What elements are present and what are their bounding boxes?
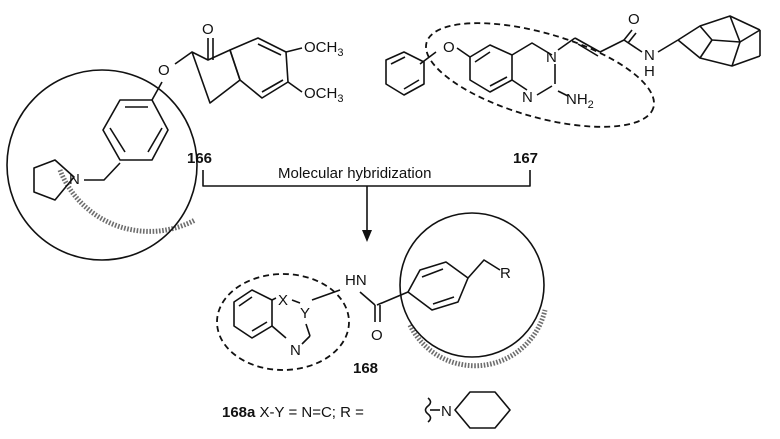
footnote-168a: 168a X-Y = N=C; R = N xyxy=(222,391,511,429)
atom-x-label: X xyxy=(278,292,288,309)
piperidine-ring xyxy=(454,391,511,429)
arrow-label: Molecular hybridization xyxy=(278,165,431,182)
compound-168-structure: X Y N HN O R 168 xyxy=(216,212,548,377)
methoxy-1-label: OCH3 xyxy=(304,39,343,59)
ring-n1-label: N xyxy=(522,89,533,106)
attachment-wavy-bond xyxy=(424,397,432,423)
compound-168-label: 168 xyxy=(353,360,378,377)
highlight-ellipse-168 xyxy=(216,273,350,371)
dimethoxybenzene-ring xyxy=(229,37,289,99)
ether-o-167-label: O xyxy=(443,39,455,56)
amide-o-168-label: O xyxy=(371,327,383,344)
amide-h-167-label: H xyxy=(644,63,655,80)
r-group-label: R xyxy=(500,265,511,282)
footnote-label: 168a xyxy=(222,404,256,421)
quinazoline-hetero-ring xyxy=(511,42,553,56)
ether-o-166-label: O xyxy=(158,62,170,79)
atom-n-168-label: N xyxy=(290,342,301,359)
amide-o-167-label: O xyxy=(628,11,640,28)
highlight-circle-168 xyxy=(399,212,545,358)
phenylene-ring-166 xyxy=(102,99,169,161)
amide-nh-168-label: HN xyxy=(345,272,367,289)
compound-167-structure: O N N NH2 O N H xyxy=(385,11,761,167)
ring-n3-label: N xyxy=(546,49,557,66)
atom-y-label: Y xyxy=(300,305,310,322)
highlight-ellipse-167 xyxy=(425,22,655,128)
amine-label: NH2 xyxy=(566,91,594,111)
phenyl-ring-167 xyxy=(385,51,425,96)
footnote-text: 168a X-Y = N=C; R = xyxy=(222,404,364,421)
pyrrolidine-n-label: N xyxy=(69,171,80,188)
highlight-circle-166 xyxy=(6,69,198,261)
footnote-body: X-Y = N=C; R = xyxy=(255,404,364,421)
quinazoline-benzo-ring xyxy=(469,44,513,93)
highlight-circle-166-shadow xyxy=(57,169,197,234)
pyrrolidine-ring xyxy=(33,159,75,201)
adamantyl-group xyxy=(677,15,761,67)
compound-167-label: 167 xyxy=(513,150,538,167)
piperidine-n-label: N xyxy=(441,403,452,420)
carbonyl-o-166-label: O xyxy=(202,21,214,38)
methoxy-2-label: OCH3 xyxy=(304,85,343,105)
compound-166-label: 166 xyxy=(187,150,212,167)
benzyl-ch2-bond xyxy=(84,162,121,181)
hybridization-arrow xyxy=(202,170,531,242)
amide-n-167-label: N xyxy=(644,47,655,64)
compound-166-structure: N O O OCH3 OCH3 166 xyxy=(6,21,343,261)
